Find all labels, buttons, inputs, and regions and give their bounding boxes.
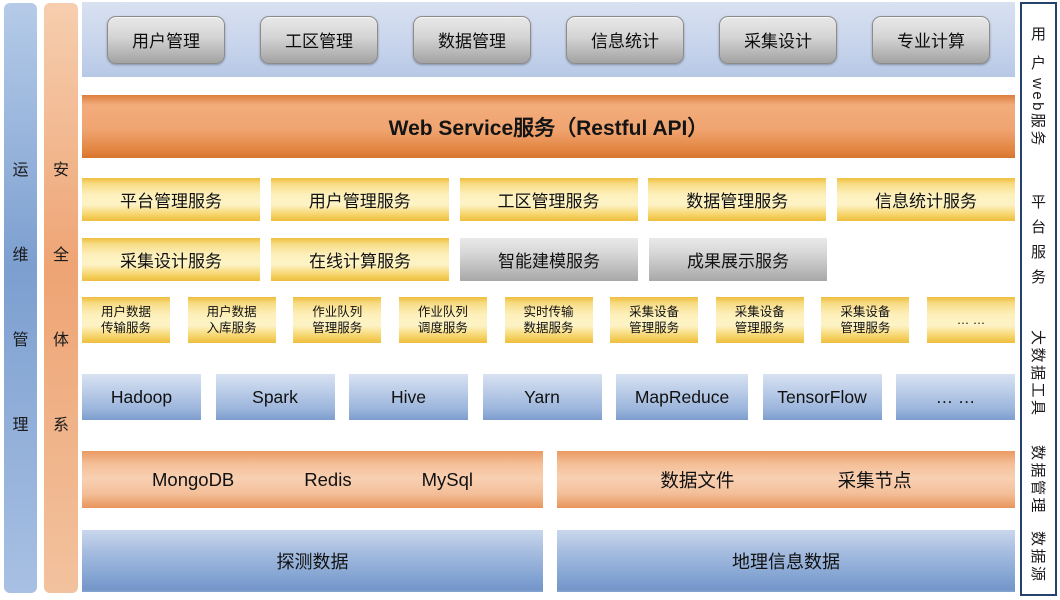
- label-acquisition-nodes: 采集节点: [837, 469, 912, 491]
- ops-management-label: 运维管理: [12, 162, 29, 434]
- service-box-result-display: 成果展示服务: [649, 238, 827, 281]
- data-node-box: 数据文件 采集节点: [557, 451, 1015, 508]
- micro-service-box: 用户数据传输服务: [82, 297, 170, 343]
- micro-service-box-ellipsis: … …: [927, 297, 1015, 343]
- service-box-workarea-mgmt: 工区管理服务: [459, 178, 638, 221]
- button-professional-computing: 专业计算: [872, 15, 990, 64]
- tool-box-hive: Hive: [349, 374, 468, 420]
- tool-box-spark: Spark: [215, 374, 335, 420]
- layer-strip: 用户 web服务 平台服务 大数据工具 数据管理 数据源: [1020, 2, 1057, 596]
- micro-service-box: 采集设备管理服务: [821, 297, 910, 343]
- tool-box-hadoop: Hadoop: [82, 374, 201, 420]
- micro-service-box: 作业队列调度服务: [398, 297, 487, 343]
- service-box-user-mgmt: 用户管理服务: [270, 178, 449, 221]
- security-system-label: 安全体系: [52, 162, 69, 434]
- service-box-intelligent-modeling: 智能建模服务: [460, 238, 638, 281]
- bigdata-tools-row: Hadoop Spark Hive Yarn MapReduce TensorF…: [82, 374, 1015, 420]
- ops-management-bar: 运维管理: [4, 3, 37, 593]
- layer-label-bigdata-tools: 大数据工具: [1029, 330, 1046, 418]
- button-info-statistics: 信息统计: [566, 15, 684, 64]
- service-box-info-statistics: 信息统计服务: [837, 178, 1015, 221]
- diagram-main-column: 用户管理 工区管理 数据管理 信息统计 采集设计 专业计算 Web Servic…: [82, 0, 1015, 600]
- layer-label-data-source: 数据源: [1029, 531, 1046, 584]
- layer-label-platform-services: 平台服务: [1030, 194, 1046, 286]
- service-box-acquisition-design: 采集设计服务: [82, 238, 260, 281]
- button-data-management: 数据管理: [413, 15, 531, 64]
- label-data-files: 数据文件: [660, 469, 735, 491]
- button-acquisition-design: 采集设计: [719, 15, 837, 64]
- micro-service-box: 实时传输数据服务: [504, 297, 593, 343]
- web-service-banner: Web Service服务（Restful API）: [82, 95, 1015, 158]
- source-box-gis-data: 地理信息数据: [557, 530, 1015, 592]
- platform-services-row-1: 平台管理服务 用户管理服务 工区管理服务 数据管理服务 信息统计服务: [82, 178, 1015, 221]
- micro-service-box: 作业队列管理服务: [293, 297, 382, 343]
- service-box-data-mgmt: 数据管理服务: [648, 178, 827, 221]
- micro-service-box: 采集设备管理服务: [715, 297, 804, 343]
- db-label-redis: Redis: [304, 468, 352, 490]
- micro-service-box: 用户数据入库服务: [187, 297, 276, 343]
- database-box: MongoDB Redis MySql: [82, 451, 543, 508]
- button-user-management: 用户管理: [107, 15, 225, 64]
- layer-label-users: 用户: [1030, 26, 1046, 72]
- tool-box-yarn: Yarn: [482, 374, 602, 420]
- layer-label-web-service: web服务: [1029, 78, 1046, 149]
- user-apps-banner: 用户管理 工区管理 数据管理 信息统计 采集设计 专业计算: [82, 2, 1015, 77]
- db-label-mysql: MySql: [421, 468, 473, 490]
- service-box-online-computing: 在线计算服务: [271, 238, 449, 281]
- db-label-mongodb: MongoDB: [152, 468, 235, 490]
- tool-box-ellipsis: … …: [896, 374, 1015, 420]
- tool-box-mapreduce: MapReduce: [616, 374, 748, 420]
- micro-services-row: 用户数据传输服务 用户数据入库服务 作业队列管理服务 作业队列调度服务 实时传输…: [82, 297, 1015, 343]
- data-sources-row: 探测数据 地理信息数据: [82, 530, 1015, 592]
- data-management-row: MongoDB Redis MySql 数据文件 采集节点: [82, 451, 1015, 508]
- tool-box-tensorflow: TensorFlow: [762, 374, 882, 420]
- service-box-platform-mgmt: 平台管理服务: [82, 178, 260, 221]
- security-system-bar: 安全体系: [44, 3, 78, 593]
- layer-label-data-management: 数据管理: [1029, 445, 1046, 516]
- source-box-detection-data: 探测数据: [82, 530, 543, 592]
- button-workarea-management: 工区管理: [260, 15, 378, 64]
- micro-service-box: 采集设备管理服务: [610, 297, 699, 343]
- platform-services-row-2: 采集设计服务 在线计算服务 智能建模服务 成果展示服务: [82, 238, 1015, 281]
